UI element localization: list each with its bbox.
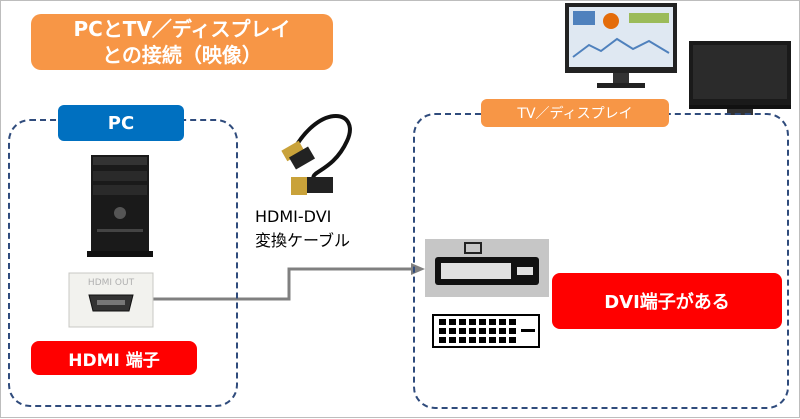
cable-label: HDMI-DVI 変換ケーブル xyxy=(255,205,350,253)
tv-tag: TV／ディスプレイ xyxy=(481,99,669,127)
pc-tower-icon xyxy=(87,155,153,257)
hdmi-port-label: HDMI 端子 xyxy=(31,341,197,375)
cable-label-line-2: 変換ケーブル xyxy=(255,231,351,250)
hdmi-dvi-cable-icon xyxy=(281,114,352,195)
diagram-title-box: PCとTV／ディスプレイ との接続（映像） xyxy=(31,14,333,70)
dvi-port-label: DVI端子がある xyxy=(552,273,782,329)
hdmi-port-plate-icon: HDMI OUT xyxy=(68,272,154,328)
pc-monitor-icon xyxy=(565,3,677,88)
title-line-2: との接続（映像） xyxy=(102,43,262,67)
hdmi-plate-text: HDMI OUT xyxy=(88,278,135,288)
connection-line xyxy=(151,267,413,301)
pc-tag: PC xyxy=(58,105,184,141)
title-line-1: PCとTV／ディスプレイ xyxy=(73,17,291,41)
dvi-pin-diagram-icon xyxy=(432,314,540,348)
tv-group-outline xyxy=(413,113,789,409)
tv-monitor-icon xyxy=(689,41,791,115)
cable-label-line-1: HDMI-DVI xyxy=(255,207,332,226)
dvi-port-photo-icon xyxy=(425,239,549,297)
